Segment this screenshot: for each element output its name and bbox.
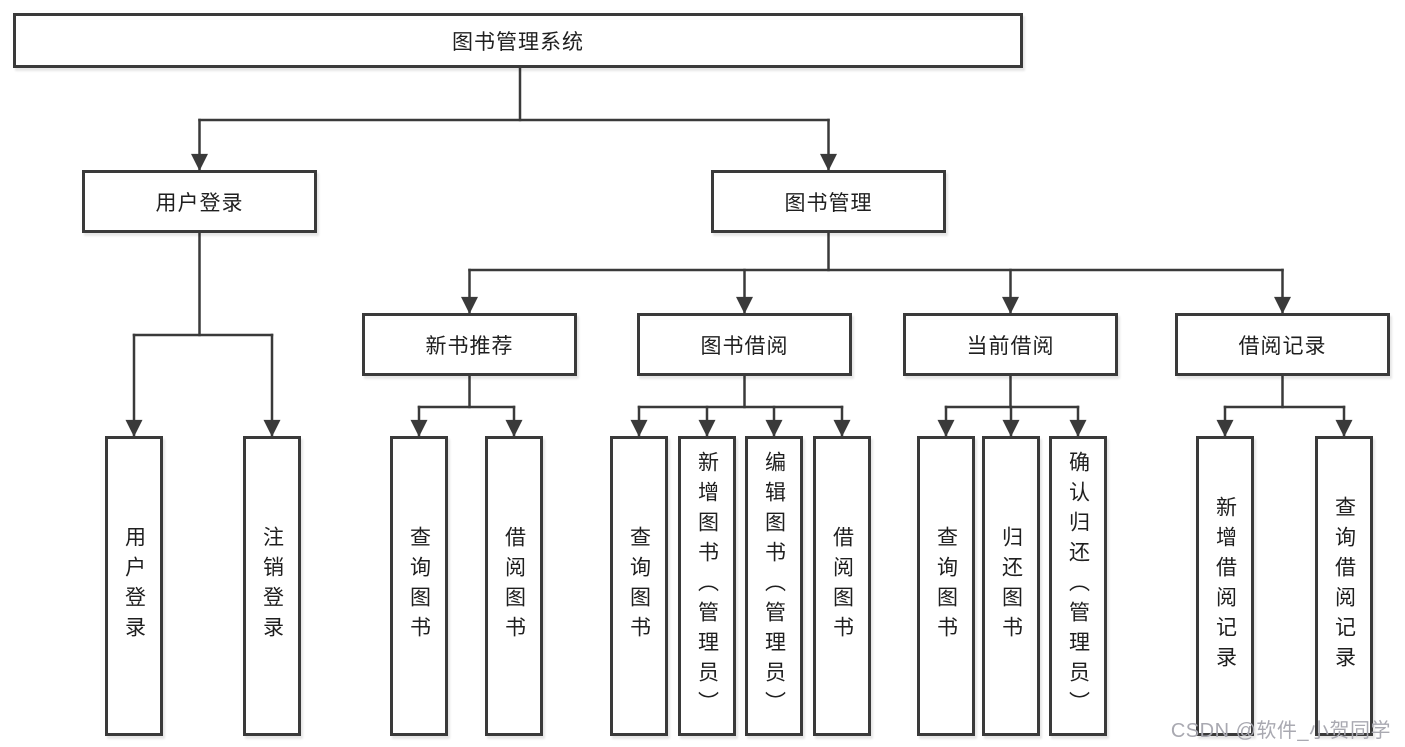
node-user-login-module: 用户登录 — [82, 170, 317, 233]
node-label: 查询图书 — [934, 526, 958, 646]
node-borrowing-query-book: 查询图书 — [610, 436, 668, 736]
node-borrow-book: 借阅图书 — [813, 436, 871, 736]
node-label: 编辑图书（管理员） — [762, 451, 786, 721]
node-label: 新增借阅记录 — [1213, 496, 1237, 676]
node-label: 用户登录 — [155, 191, 244, 215]
node-label: 借阅记录 — [1238, 334, 1327, 358]
node-label: 图书借阅 — [700, 334, 789, 358]
node-confirm-return-admin: 确认归还（管理员） — [1049, 436, 1107, 736]
node-edit-book-admin: 编辑图书（管理员） — [745, 436, 803, 736]
node-user-login: 用户登录 — [105, 436, 163, 736]
node-recommend-query-book: 查询图书 — [390, 436, 448, 736]
node-label: 图书管理系统 — [452, 30, 584, 54]
node-current-query-book: 查询图书 — [917, 436, 975, 736]
node-recommend-borrow-book: 借阅图书 — [485, 436, 543, 736]
node-label: 归还图书 — [999, 526, 1023, 646]
node-current-borrowing: 当前借阅 — [903, 313, 1118, 376]
node-root-library-system: 图书管理系统 — [13, 13, 1023, 68]
node-new-book-recommend: 新书推荐 — [362, 313, 577, 376]
node-label: 查询图书 — [627, 526, 651, 646]
node-label: 图书管理 — [784, 191, 873, 215]
node-label: 查询借阅记录 — [1332, 496, 1356, 676]
node-return-book: 归还图书 — [982, 436, 1040, 736]
node-label: 借阅图书 — [502, 526, 526, 646]
node-borrow-records: 借阅记录 — [1175, 313, 1390, 376]
node-label: 借阅图书 — [830, 526, 854, 646]
node-label: 新增图书（管理员） — [695, 451, 719, 721]
node-label: 新书推荐 — [425, 334, 514, 358]
node-logout: 注销登录 — [243, 436, 301, 736]
node-label: 当前借阅 — [966, 334, 1055, 358]
csdn-watermark: CSDN @软件_小贺同学 — [1170, 720, 1391, 742]
node-label: 确认归还（管理员） — [1066, 451, 1090, 721]
node-book-borrowing: 图书借阅 — [637, 313, 852, 376]
node-query-borrow-record: 查询借阅记录 — [1315, 436, 1373, 736]
node-label: 查询图书 — [407, 526, 431, 646]
node-label: 注销登录 — [260, 526, 284, 646]
node-book-management: 图书管理 — [711, 170, 946, 233]
node-add-borrow-record: 新增借阅记录 — [1196, 436, 1254, 736]
node-label: 用户登录 — [122, 526, 146, 646]
node-add-book-admin: 新增图书（管理员） — [678, 436, 736, 736]
